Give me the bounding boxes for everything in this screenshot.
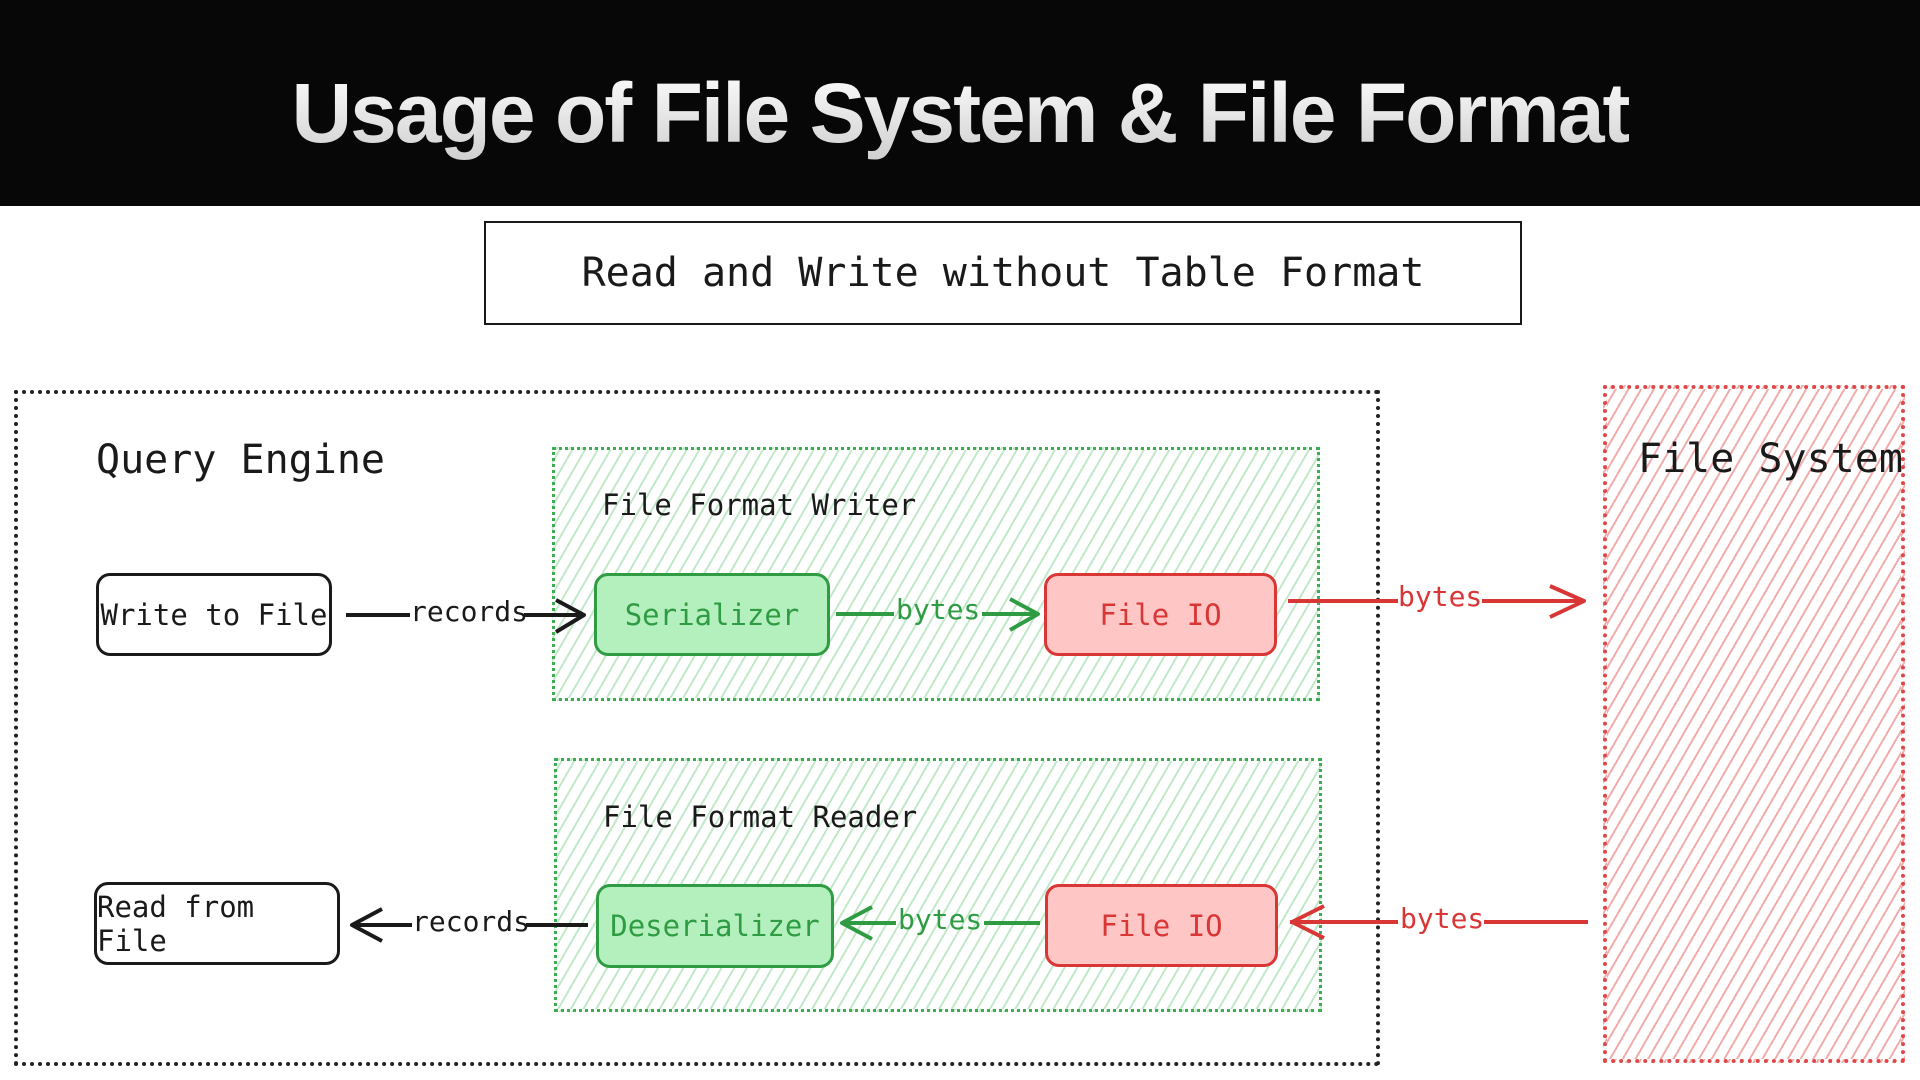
header-bar: Usage of File System & File Format: [0, 0, 1920, 206]
writer-records-label: records: [410, 595, 529, 628]
reader-bytes-inner-label: bytes: [898, 903, 983, 936]
query-engine-container: [14, 390, 1380, 1066]
writer-group-title: File Format Writer: [602, 488, 917, 522]
serializer-node: Serializer: [594, 573, 830, 656]
subtitle-box: Read and Write without Table Format: [484, 221, 1522, 325]
write-to-file-node: Write to File: [96, 573, 332, 656]
writer-file-io-node: File IO: [1044, 573, 1277, 656]
reader-group-title: File Format Reader: [603, 800, 918, 834]
reader-records-label: records: [412, 905, 531, 938]
reader-file-io-node: File IO: [1045, 884, 1278, 967]
file-system-container: [1603, 385, 1905, 1063]
deserializer-node: Deserializer: [596, 884, 834, 968]
query-engine-title: Query Engine: [96, 437, 385, 483]
writer-bytes-outer-label: bytes: [1398, 580, 1483, 613]
writer-bytes-inner-label: bytes: [896, 593, 981, 626]
reader-bytes-outer-label: bytes: [1400, 902, 1485, 935]
subtitle-text: Read and Write without Table Format: [581, 250, 1425, 296]
file-system-title: File System: [1638, 436, 1903, 482]
writer-bytes-outer-arrowhead: [1549, 584, 1586, 619]
page-title: Usage of File System & File Format: [291, 65, 1630, 160]
read-from-file-node: Read from File: [94, 882, 340, 965]
